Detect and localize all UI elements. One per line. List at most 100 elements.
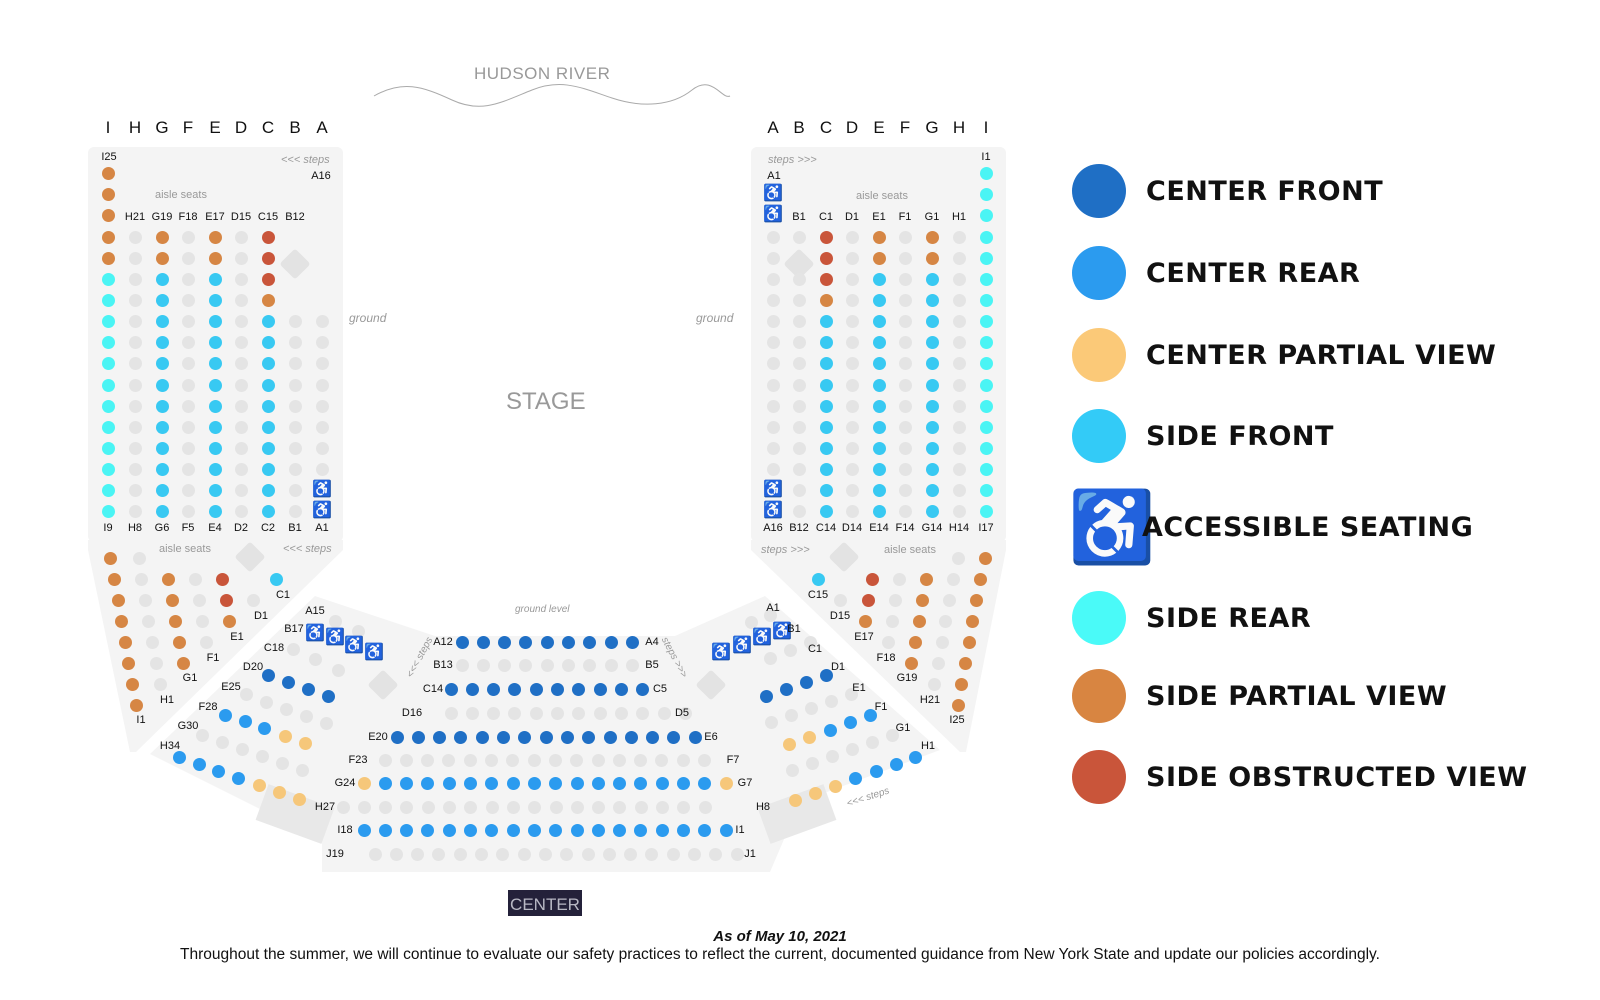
seat[interactable]	[952, 399, 966, 413]
seat[interactable]	[613, 823, 627, 837]
seat[interactable]	[593, 682, 607, 696]
seat[interactable]	[288, 420, 302, 434]
seat[interactable]	[845, 742, 859, 756]
seat[interactable]	[819, 314, 833, 328]
seat[interactable]	[898, 293, 912, 307]
seat[interactable]	[562, 658, 575, 672]
seat[interactable]	[172, 750, 186, 764]
seat[interactable]	[655, 823, 669, 837]
seat[interactable]	[872, 251, 886, 265]
seat[interactable]	[898, 230, 912, 244]
seat[interactable]	[181, 483, 195, 497]
seat[interactable]	[235, 742, 249, 756]
seat[interactable]	[979, 230, 993, 244]
seat[interactable]	[195, 728, 209, 742]
seat[interactable]	[442, 776, 456, 790]
seat[interactable]	[487, 706, 501, 720]
seat[interactable]	[792, 378, 806, 392]
seat[interactable]	[863, 708, 877, 722]
seat[interactable]	[208, 441, 222, 455]
seat[interactable]	[885, 614, 899, 628]
seat[interactable]	[527, 776, 541, 790]
seat[interactable]	[246, 593, 260, 607]
seat[interactable]	[625, 635, 639, 649]
seat[interactable]	[583, 658, 597, 672]
seat[interactable]	[101, 293, 115, 307]
seat[interactable]	[792, 293, 806, 307]
seat[interactable]	[315, 335, 329, 349]
wheelchair-icon[interactable]: ♿	[772, 623, 792, 640]
seat[interactable]	[442, 753, 456, 767]
seat[interactable]	[128, 504, 142, 518]
seat[interactable]	[519, 658, 533, 672]
seat[interactable]	[979, 441, 993, 455]
seat[interactable]	[155, 483, 169, 497]
seat[interactable]	[508, 706, 522, 720]
seat[interactable]	[845, 462, 859, 476]
seat[interactable]	[465, 682, 479, 696]
seat[interactable]	[898, 356, 912, 370]
seat[interactable]	[315, 420, 329, 434]
seat[interactable]	[269, 572, 283, 586]
seat[interactable]	[819, 272, 833, 286]
seat[interactable]	[433, 730, 447, 744]
seat[interactable]	[496, 847, 510, 861]
seat[interactable]	[979, 356, 993, 370]
seat[interactable]	[261, 462, 275, 476]
seat[interactable]	[979, 251, 993, 265]
seat[interactable]	[698, 753, 711, 767]
seat[interactable]	[234, 335, 248, 349]
seat[interactable]	[766, 399, 780, 413]
seat[interactable]	[843, 715, 857, 729]
seat[interactable]	[792, 483, 806, 497]
seat[interactable]	[145, 635, 159, 649]
seat[interactable]	[222, 614, 236, 628]
seat[interactable]	[315, 378, 329, 392]
seat[interactable]	[234, 230, 248, 244]
seat[interactable]	[101, 230, 115, 244]
seat[interactable]	[155, 293, 169, 307]
seat[interactable]	[239, 687, 253, 701]
seat[interactable]	[845, 356, 859, 370]
seat[interactable]	[176, 656, 190, 670]
seat[interactable]	[527, 823, 541, 837]
seat[interactable]	[892, 572, 906, 586]
seat[interactable]	[432, 847, 446, 861]
wheelchair-icon[interactable]: ♿	[732, 637, 752, 654]
seat[interactable]	[379, 800, 393, 814]
seat[interactable]	[677, 800, 691, 814]
seat[interactable]	[101, 272, 115, 286]
seat[interactable]	[155, 230, 169, 244]
seat[interactable]	[155, 272, 169, 286]
seat[interactable]	[785, 763, 799, 777]
seat[interactable]	[315, 462, 329, 476]
seat[interactable]	[819, 251, 833, 265]
seat[interactable]	[211, 764, 225, 778]
seat[interactable]	[962, 635, 976, 649]
seat[interactable]	[188, 572, 202, 586]
seat[interactable]	[288, 462, 302, 476]
seat[interactable]	[819, 504, 833, 518]
seat[interactable]	[208, 483, 222, 497]
seat[interactable]	[261, 441, 275, 455]
seat[interactable]	[845, 335, 859, 349]
seat[interactable]	[261, 314, 275, 328]
seat[interactable]	[833, 593, 847, 607]
seat[interactable]	[823, 723, 837, 737]
seat[interactable]	[257, 721, 271, 735]
seat[interactable]	[261, 399, 275, 413]
seat[interactable]	[677, 823, 690, 837]
seat[interactable]	[208, 251, 222, 265]
seat[interactable]	[111, 593, 125, 607]
seat[interactable]	[678, 706, 692, 720]
seat[interactable]	[129, 698, 143, 712]
seat[interactable]	[845, 314, 859, 328]
seat[interactable]	[792, 462, 806, 476]
seat[interactable]	[378, 753, 392, 767]
seat[interactable]	[898, 504, 912, 518]
seat[interactable]	[828, 779, 842, 793]
seat[interactable]	[952, 356, 966, 370]
seat[interactable]	[465, 706, 479, 720]
seat[interactable]	[107, 572, 121, 586]
seat[interactable]	[259, 695, 273, 709]
